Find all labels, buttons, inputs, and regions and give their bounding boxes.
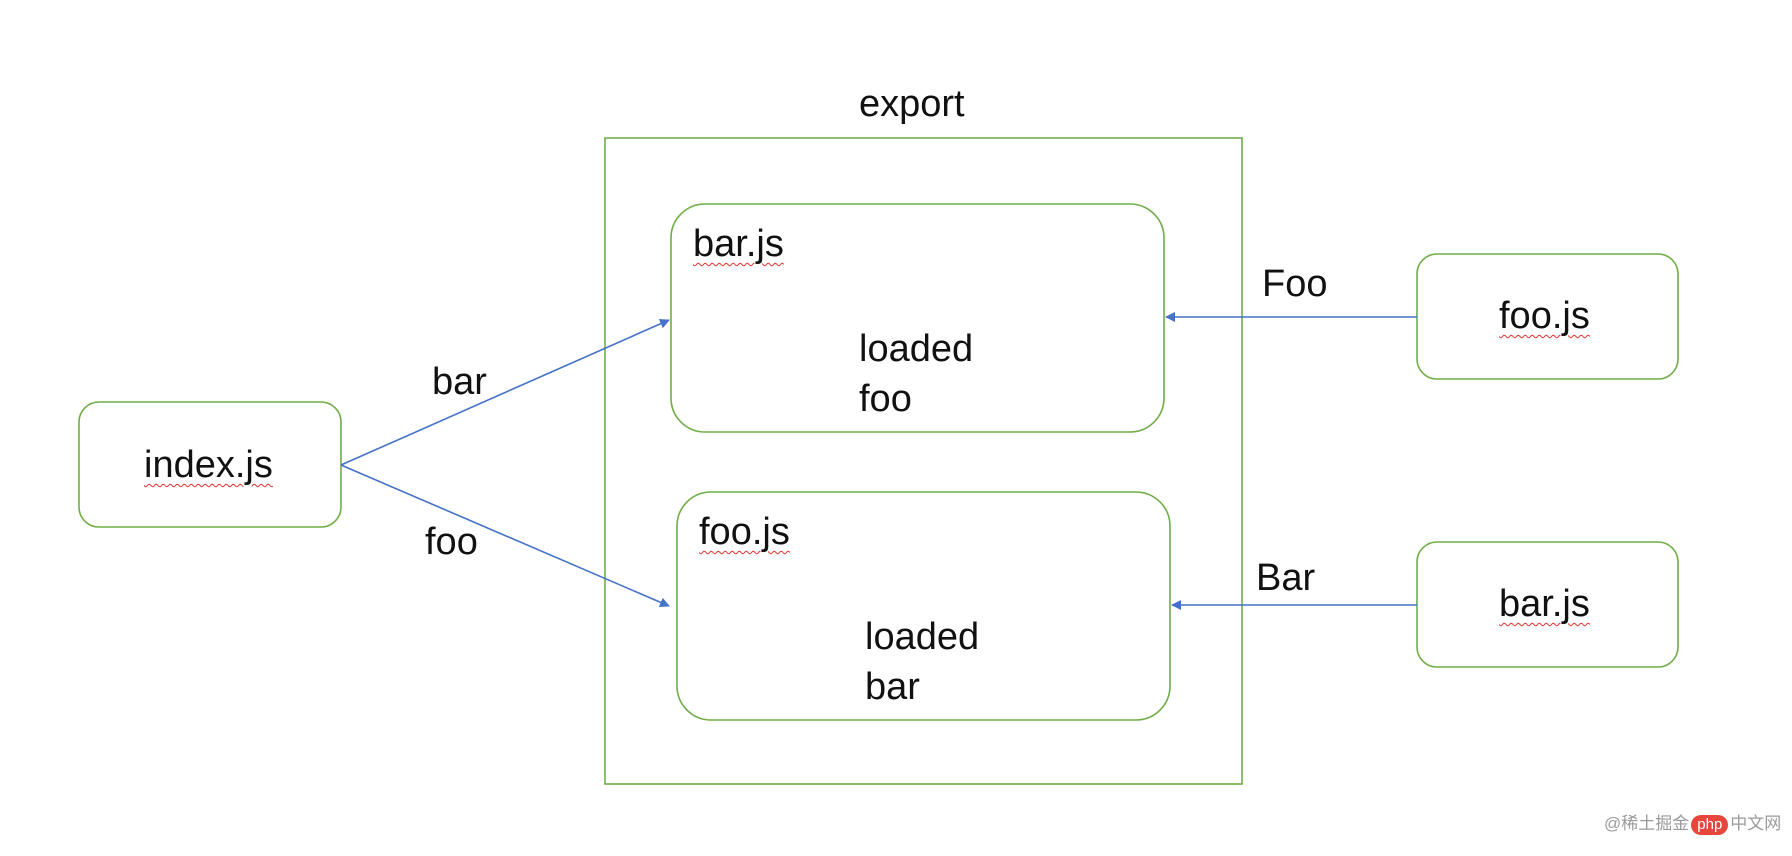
inner-module-bar-status: loaded xyxy=(859,328,974,370)
inner-module-bar-dependency: foo xyxy=(859,378,912,420)
inner-module-foo-status: loaded xyxy=(865,616,980,658)
watermark-suffix: 中文网 xyxy=(1730,814,1782,833)
export-label: export xyxy=(859,83,965,125)
entry-module-name: index.js xyxy=(144,444,273,486)
edge-label-foo: foo xyxy=(425,521,478,563)
inner-module-foo-dependency: bar xyxy=(865,666,920,708)
edge-index-to-bar xyxy=(340,319,670,466)
inner-module-foo-name: foo.js xyxy=(699,511,790,553)
export-container-box xyxy=(604,137,1243,785)
external-module-foo-name: foo.js xyxy=(1499,295,1590,337)
edge-label-Bar: Bar xyxy=(1256,557,1316,599)
inner-module-foo-box xyxy=(676,491,1171,721)
watermark-prefix: @稀土掘金 xyxy=(1604,814,1690,833)
edge-index-to-foo xyxy=(340,464,670,608)
watermark-php-badge: php xyxy=(1691,815,1729,835)
external-module-bar-name: bar.js xyxy=(1499,583,1590,625)
inner-module-bar-box xyxy=(670,203,1165,433)
edge-label-Foo: Foo xyxy=(1262,263,1328,305)
inner-module-bar-name: bar.js xyxy=(693,223,784,265)
edge-label-bar: bar xyxy=(432,361,487,403)
